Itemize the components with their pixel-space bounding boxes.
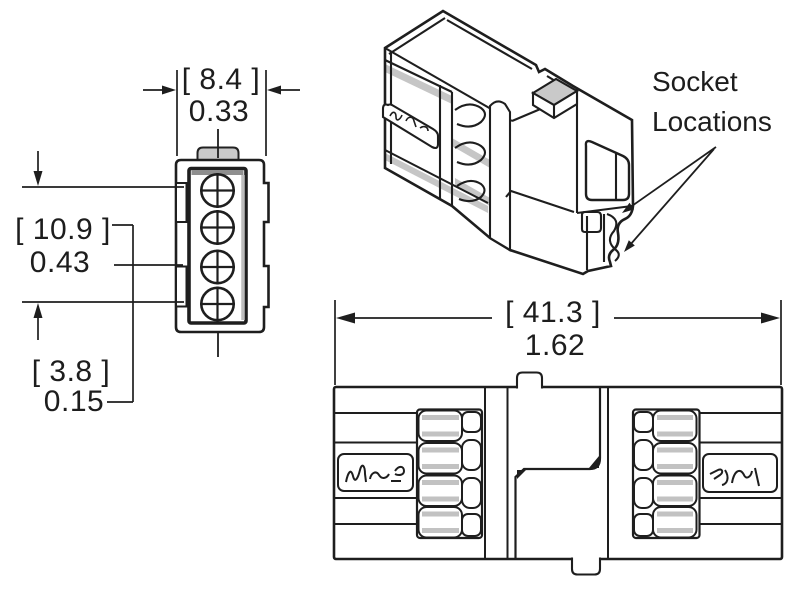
side-bottom-tab: [570, 557, 602, 576]
front-width-metric: [ 8.4 ]: [181, 63, 261, 96]
front-width-dimension: [143, 70, 300, 156]
isometric-view: [381, 9, 635, 276]
iso-marking-label: [381, 103, 440, 150]
side-left-section: [334, 412, 417, 525]
side-rib-block-right: [631, 408, 701, 540]
rib-bumps: [461, 411, 482, 537]
front-width-inches: 0.33: [188, 95, 250, 128]
rib-bumps: [633, 411, 654, 537]
side-rib-block-left: [415, 408, 484, 540]
socket-circle: [200, 286, 236, 322]
socket-circle: [200, 210, 236, 246]
side-marking-label-left: [337, 453, 414, 492]
socket-circle: [200, 173, 236, 209]
lower-tab-inches: 0.15: [43, 385, 105, 418]
side-right-section: [700, 412, 782, 525]
front-left-tab-upper: [175, 182, 188, 223]
front-view: [174, 129, 270, 357]
socket-span-dimension: [22, 151, 184, 403]
marking-scribble: [345, 464, 406, 483]
socket-circles: [200, 173, 236, 322]
lower-tab-metric: [ 3.8 ]: [31, 355, 111, 388]
iso-marking-scribble: [389, 111, 429, 132]
front-socket-frame: [187, 166, 248, 325]
iso-hood-opening: [584, 139, 631, 202]
overall-length-inches: 1.62: [524, 329, 586, 362]
socket-span-metric: [ 10.9 ]: [15, 213, 111, 246]
side-view: [332, 371, 784, 576]
iso-top-tab: [530, 77, 580, 120]
iso-shade-band: [385, 153, 488, 213]
iso-shade-band: [385, 64, 452, 104]
socket-locations-label-line2: Locations: [652, 106, 772, 137]
socket-locations-label-line1: Socket: [652, 66, 738, 97]
socket-circle: [200, 249, 236, 285]
side-top-tab: [515, 371, 544, 389]
front-left-tab-lower: [175, 265, 188, 308]
socket-span-inches: 0.43: [29, 246, 91, 279]
socket-locations-leaders: [622, 146, 717, 252]
marking-scribble: [709, 467, 760, 487]
overall-length-dimension: [334, 300, 782, 385]
overall-length-metric: [ 41.3 ]: [505, 296, 601, 329]
iso-channel-bar: [488, 100, 512, 252]
side-marking-label-right: [702, 453, 778, 493]
